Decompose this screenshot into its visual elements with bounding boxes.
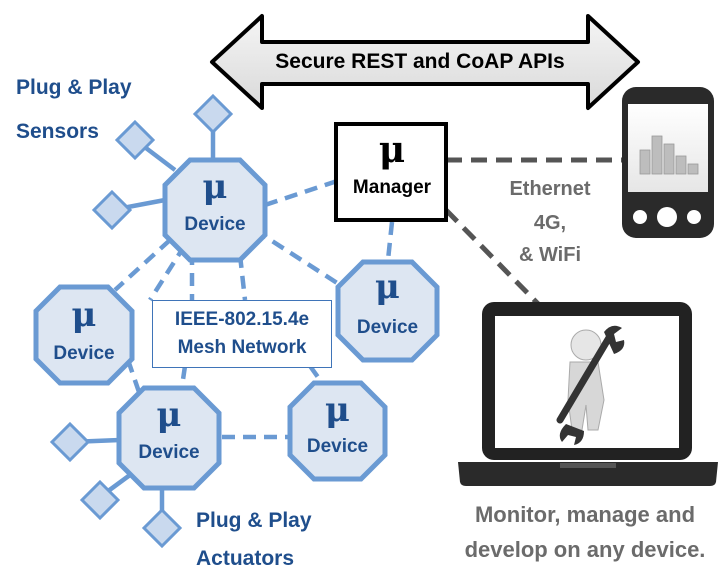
device-node-2-shape — [335, 259, 440, 363]
device-2-label: Device — [356, 317, 419, 338]
device-node-4-shape — [116, 385, 222, 491]
sensor-diamond-icon — [79, 479, 121, 521]
sensor-diamond-icon — [49, 421, 91, 463]
sensor-diamond-icon — [91, 189, 133, 231]
sensor-diamond-icon — [114, 119, 156, 161]
sensor-diamond-icon — [141, 507, 183, 549]
connectivity-line3: & WiFi — [518, 244, 582, 266]
device-1-mu-symbol: μ — [202, 167, 228, 207]
device-node-3-shape — [33, 284, 135, 386]
device-5-label: Device — [306, 436, 369, 457]
connectivity-line1: Ethernet — [509, 178, 591, 200]
device-node-5-shape — [287, 380, 388, 482]
smartphone-icon — [622, 87, 714, 238]
sensors-label-line1: Plug & Play — [16, 76, 132, 99]
manager-label: Manager — [352, 177, 432, 198]
caption-line2: develop on any device. — [464, 537, 706, 562]
device-4-mu-symbol: μ — [156, 395, 182, 435]
network-links-gray — [444, 157, 625, 320]
connectivity-line2: 4G, — [533, 212, 567, 234]
manager-box — [334, 122, 448, 222]
actuators-label-line1: Plug & Play — [196, 509, 312, 532]
sensor-diamond-icon — [192, 93, 234, 135]
device-octagons — [33, 157, 440, 491]
actuators-label-line2: Actuators — [196, 547, 295, 570]
caption-line1: Monitor, manage and — [474, 502, 696, 527]
device-3-label: Device — [53, 343, 115, 364]
wrench-figure-icon — [556, 325, 625, 445]
device-2-mu-symbol: μ — [375, 267, 400, 307]
manager-mu-symbol: μ — [378, 129, 406, 171]
device-5-mu-symbol: μ — [325, 390, 350, 430]
bidirectional-arrow-icon — [210, 14, 640, 110]
mesh-network-line1: IEEE-802.15.4e — [174, 309, 310, 330]
mesh-network-line2: Mesh Network — [177, 337, 307, 358]
device-4-label: Device — [138, 442, 200, 463]
bar-chart-icon — [639, 135, 699, 175]
mesh-network-box: IEEE-802.15.4e Mesh Network — [152, 300, 332, 368]
sensor-diamonds — [49, 93, 234, 549]
api-banner-label: Secure REST and CoAP APIs — [275, 50, 565, 73]
device-3-mu-symbol: μ — [71, 295, 97, 335]
device-1-label: Device — [184, 214, 246, 235]
sensors-label-line2: Sensors — [16, 120, 99, 143]
device-node-1-shape — [162, 157, 268, 263]
